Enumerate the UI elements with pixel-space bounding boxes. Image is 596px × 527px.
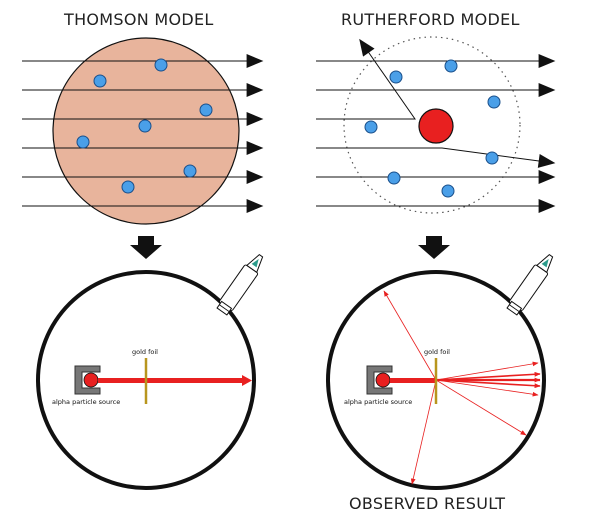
ray bbox=[410, 379, 437, 485]
observed-result-caption: OBSERVED RESULT bbox=[349, 494, 506, 513]
ray bbox=[383, 290, 437, 381]
rutherford-title: RUTHERFORD MODEL bbox=[341, 10, 520, 29]
thomson-electrons bbox=[76, 58, 213, 194]
alpha-beam bbox=[98, 378, 243, 383]
alpha-source-label: alpha particle source bbox=[344, 398, 412, 406]
alpha-source bbox=[83, 372, 99, 388]
rutherford-electrons bbox=[364, 59, 501, 198]
microscope-icon bbox=[506, 253, 554, 316]
lead-box-icon bbox=[74, 365, 101, 395]
electron bbox=[76, 135, 90, 149]
down-arrow-icon bbox=[418, 236, 450, 259]
alpha-beam bbox=[390, 378, 436, 383]
nucleus bbox=[418, 108, 454, 144]
rutherford-observed-experiment: gold foil alpha particle source bbox=[326, 253, 554, 490]
ray bbox=[435, 379, 527, 436]
electron bbox=[487, 95, 501, 109]
rutherford-path-deflected-back bbox=[316, 38, 416, 120]
down-arrow-icon bbox=[130, 236, 162, 259]
beam-arrowhead bbox=[242, 375, 252, 386]
electron bbox=[364, 120, 378, 134]
rutherford-atom-boundary bbox=[343, 36, 521, 214]
scattered-rays bbox=[383, 290, 541, 485]
electron bbox=[444, 59, 458, 73]
ray bbox=[435, 379, 539, 397]
electron bbox=[387, 171, 401, 185]
ray bbox=[435, 371, 541, 381]
rutherford-alpha-paths bbox=[316, 38, 556, 213]
electron bbox=[441, 184, 455, 198]
gold-foil-label: gold foil bbox=[424, 348, 450, 356]
gold-foil-label: gold foil bbox=[132, 348, 158, 356]
ray bbox=[435, 361, 539, 381]
electron bbox=[93, 74, 107, 88]
electron bbox=[485, 151, 499, 165]
ray bbox=[435, 379, 541, 389]
thomson-model bbox=[22, 37, 264, 225]
electron bbox=[121, 180, 135, 194]
alpha-source-label: alpha particle source bbox=[52, 398, 120, 406]
thomson-alpha-paths bbox=[22, 54, 264, 213]
electron bbox=[154, 58, 168, 72]
thomson-expected-experiment: gold foil alpha particle source bbox=[36, 253, 264, 490]
thomson-title: THOMSON MODEL bbox=[64, 10, 214, 29]
rutherford-path-deflected bbox=[316, 147, 556, 168]
microscope-icon bbox=[216, 253, 264, 316]
electron bbox=[389, 70, 403, 84]
alpha-source bbox=[375, 372, 391, 388]
electron bbox=[138, 119, 152, 133]
lead-box-icon bbox=[366, 365, 393, 395]
rutherford-model bbox=[316, 36, 556, 214]
electron bbox=[199, 103, 213, 117]
electron bbox=[183, 164, 197, 178]
